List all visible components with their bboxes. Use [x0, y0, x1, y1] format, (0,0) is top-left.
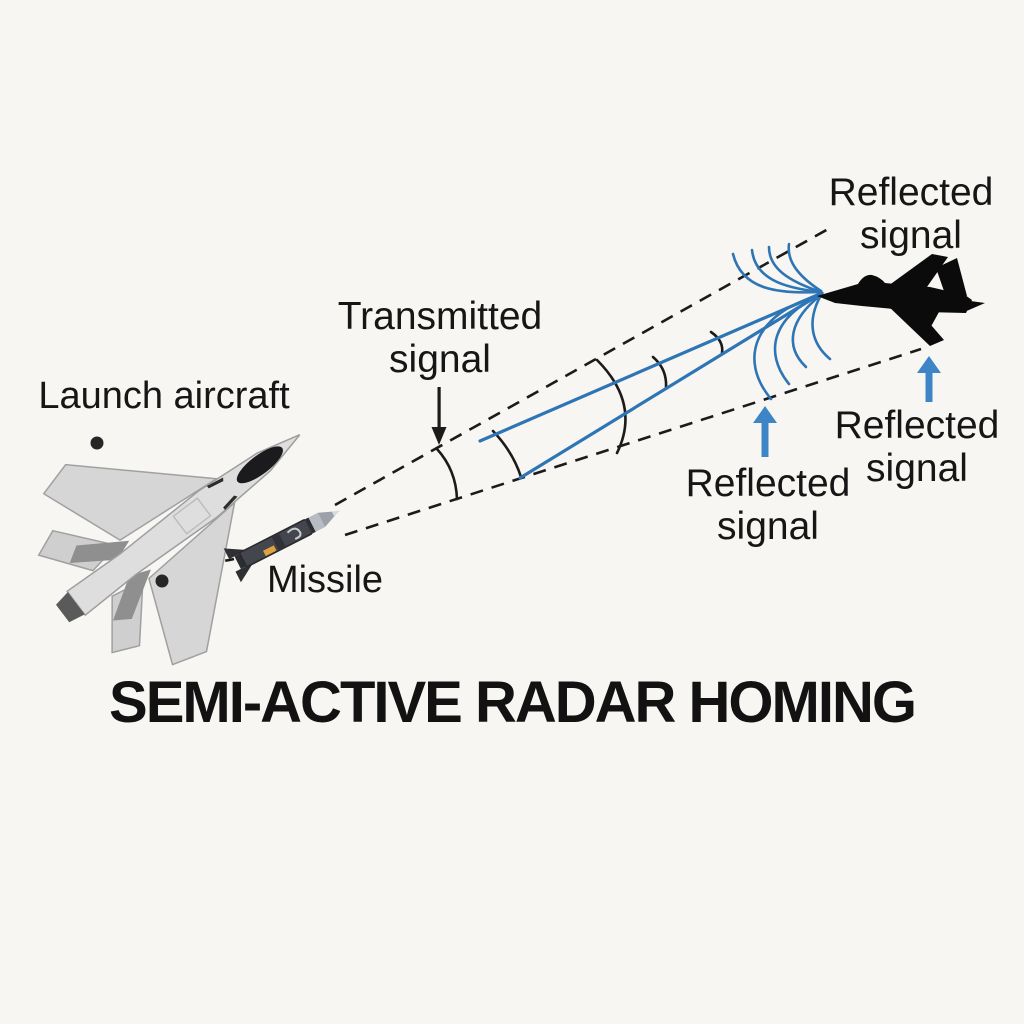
- wing-roundel: [155, 574, 169, 588]
- up-arrow-icon: [917, 356, 941, 373]
- reflected-beam-lines: [478, 291, 824, 480]
- target-fuselage: [817, 274, 972, 313]
- launch-aircraft-label: Launch aircraft: [38, 375, 290, 417]
- target-near-wing: [886, 303, 944, 346]
- up-arrow-shaft: [761, 420, 769, 457]
- missile-swirl-marking: [286, 527, 302, 540]
- reflected-wave: [750, 248, 823, 294]
- missile-nose-cone: [317, 511, 337, 528]
- reflected-wave: [731, 252, 823, 294]
- launch-aircraft-graphic: [37, 434, 301, 666]
- reflected-signal-arrows: [753, 356, 941, 457]
- reflected-signal-label-middle: Reflected signal: [685, 462, 851, 548]
- launch-right-tail-fin: [113, 569, 151, 621]
- reflected-wave: [773, 293, 823, 386]
- wavefront-arc: [651, 355, 668, 389]
- wavefront-arc: [709, 330, 724, 355]
- reflected-wave: [753, 293, 823, 401]
- up-arrow-icon: [753, 406, 777, 423]
- launch-left-wing: [42, 463, 219, 542]
- missile-orange-stripe: [263, 545, 277, 557]
- down-arrow-shaft: [437, 387, 441, 428]
- reflected-signal-label-right: Reflected signal: [834, 404, 1000, 490]
- diagram-title: SEMI-ACTIVE RADAR HOMING: [109, 670, 917, 735]
- reflected-wave: [811, 293, 832, 361]
- down-arrow-icon: [431, 427, 447, 445]
- reflected-wave: [767, 245, 823, 294]
- wavefront-arc: [491, 429, 523, 479]
- launch-right-wing: [148, 500, 236, 666]
- reflected-wave: [791, 293, 823, 369]
- wavefront-arc: [435, 447, 459, 501]
- target-ventral-fin: [916, 310, 939, 332]
- beam-line: [478, 291, 824, 443]
- launch-intake-mark: [206, 477, 224, 489]
- reflected-signal-label-top: Reflected signal: [828, 171, 994, 257]
- transmitted-signal-label: Transmitted signal: [337, 295, 543, 381]
- reflected-wave: [787, 242, 823, 293]
- missile-nose-tip: [331, 510, 341, 517]
- beam-line: [518, 291, 824, 480]
- launch-intake-mark: [223, 495, 238, 510]
- target-tail-fin: [936, 258, 967, 296]
- up-arrow-shaft: [925, 371, 933, 402]
- reflected-signal-waves: [731, 242, 832, 401]
- launch-canopy: [236, 446, 283, 484]
- wing-roundel: [90, 436, 104, 450]
- missile-nose-ring: [305, 517, 316, 534]
- launch-engine-nozzles: [55, 592, 85, 623]
- wavefront-arc: [595, 358, 627, 455]
- target-far-wing: [888, 254, 948, 294]
- launch-panel-line: [172, 497, 212, 535]
- missile-label: Missile: [266, 559, 384, 601]
- transmitted-signal-arrow: [431, 387, 447, 445]
- missile-band: [271, 532, 286, 551]
- missile-graphic: [223, 510, 341, 583]
- cone-upper-edge: [334, 226, 831, 507]
- cone-lower-edge: [344, 347, 922, 537]
- target-stabilizer: [956, 299, 985, 313]
- missile-fin: [235, 562, 254, 583]
- target-aircraft: [817, 254, 985, 346]
